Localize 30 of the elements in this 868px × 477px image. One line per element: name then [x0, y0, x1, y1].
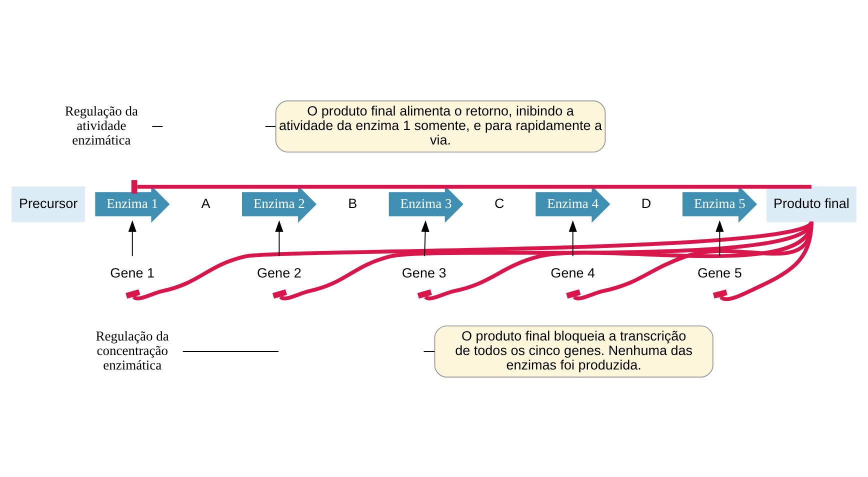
- connector: [131, 180, 812, 194]
- node-text: D: [641, 195, 652, 210]
- node-box: O produto final bloqueia a transcrição de todos os cinco genes. Nenhuma das enzimas foi produzida.: [434, 324, 714, 378]
- arrow: [716, 220, 724, 256]
- connector: [423, 350, 436, 352]
- node-text: Gene 4: [550, 264, 596, 280]
- node-text: Gene 3: [402, 264, 446, 280]
- connector: [152, 125, 164, 126]
- arrow: [421, 220, 430, 256]
- connector: [264, 125, 276, 126]
- node-text: A: [201, 195, 210, 210]
- connector: [272, 220, 814, 300]
- connector: [126, 220, 813, 300]
- node-text: Regulação da concentração enzimática: [96, 328, 169, 372]
- arrow: [568, 220, 577, 256]
- arrow: [275, 220, 284, 256]
- node-box: Precursor: [12, 186, 86, 222]
- node-box: Produto final: [766, 186, 856, 222]
- connector: [712, 221, 814, 301]
- connector: [417, 220, 814, 300]
- connector: [182, 350, 279, 352]
- connector: [566, 220, 814, 300]
- node-text: Regulação da atividade enzimática: [64, 103, 138, 148]
- node-text: Gene 5: [698, 264, 742, 280]
- node-text: Gene 1: [110, 264, 155, 280]
- node-text: B: [348, 195, 358, 210]
- arrow: [128, 220, 136, 256]
- node-text: C: [494, 195, 504, 210]
- node-box: O produto final alimenta o retorno, inibindo a atividade da enzima 1 somente, e para rapidamente a via.: [275, 100, 606, 152]
- node-text: Gene 2: [257, 264, 302, 280]
